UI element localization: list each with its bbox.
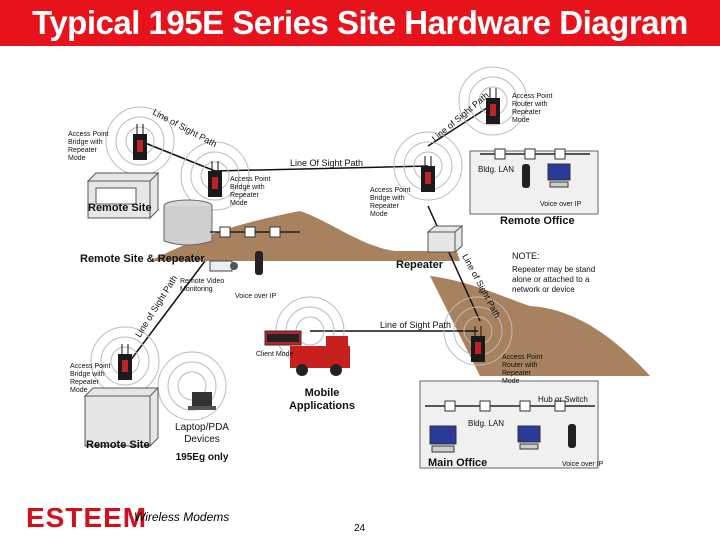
radio-units [118,88,500,380]
phone-icon [568,424,576,448]
mountain-top [150,211,460,261]
phone-icon [522,164,530,188]
equipment-rack [95,187,137,205]
label-los-6: Line of Sight Path [380,320,451,330]
radio-icon [471,326,485,362]
lan-jacks [219,148,566,412]
radio-icon [486,88,500,124]
water-tank [163,206,213,246]
esteem-logo: ESTEEM [26,502,148,533]
client-radio-icon [264,330,302,346]
label-bldg-lan-2: Bldg. LAN [468,419,504,428]
label-eg-only: 195Eg only [176,452,229,463]
buildings [83,150,599,469]
label-los-3: Line Of Sight Path [290,158,363,168]
label-los-5: Line of Sight Path [133,273,179,339]
label-voip-3: Voice over IP [562,461,604,468]
label-bldg-lan-1: Bldg. LAN [478,165,514,174]
radio-icon [208,161,222,197]
computer-icon [517,425,541,450]
page-title: Typical 195E Series Site Hardware Diagra… [32,4,688,41]
laptop-icon [188,392,216,410]
label-client-mode: Client Mode [256,351,293,358]
computer-icon [547,163,571,188]
label-remote-office: Remote Office [500,215,575,227]
truck-icon [290,336,350,376]
label-remote-site-repeater: Remote Site & Repeater [80,253,205,265]
footer-subtitle: Wireless Modems [134,510,230,524]
radio-icon [118,344,132,380]
page-number: 24 [354,523,366,534]
building-main-office [419,380,599,469]
label-voip-1: Voice over IP [235,293,277,300]
label-los-2: Line of Sight Path [430,90,491,143]
label-note-title: NOTE: [512,251,540,261]
phone-icon [255,251,263,275]
label-main-office: Main Office [428,457,487,469]
radio-icon [133,124,147,160]
label-remote-site-2: Remote Site [86,439,150,451]
radio-icon [421,156,435,192]
building-repeater-box [426,224,464,254]
label-repeater: Repeater [396,259,444,271]
label-hub-switch: Hub or Switch [538,395,588,404]
camera-icon [209,260,238,272]
label-voip-2: Voice over IP [540,201,582,208]
computer-icon [429,425,457,453]
title-bar [0,0,720,46]
label-los-1: Line of Sight Path [151,107,218,149]
label-remote-site: Remote Site [88,202,152,214]
building-lower-left [83,386,160,448]
devices [188,163,576,453]
